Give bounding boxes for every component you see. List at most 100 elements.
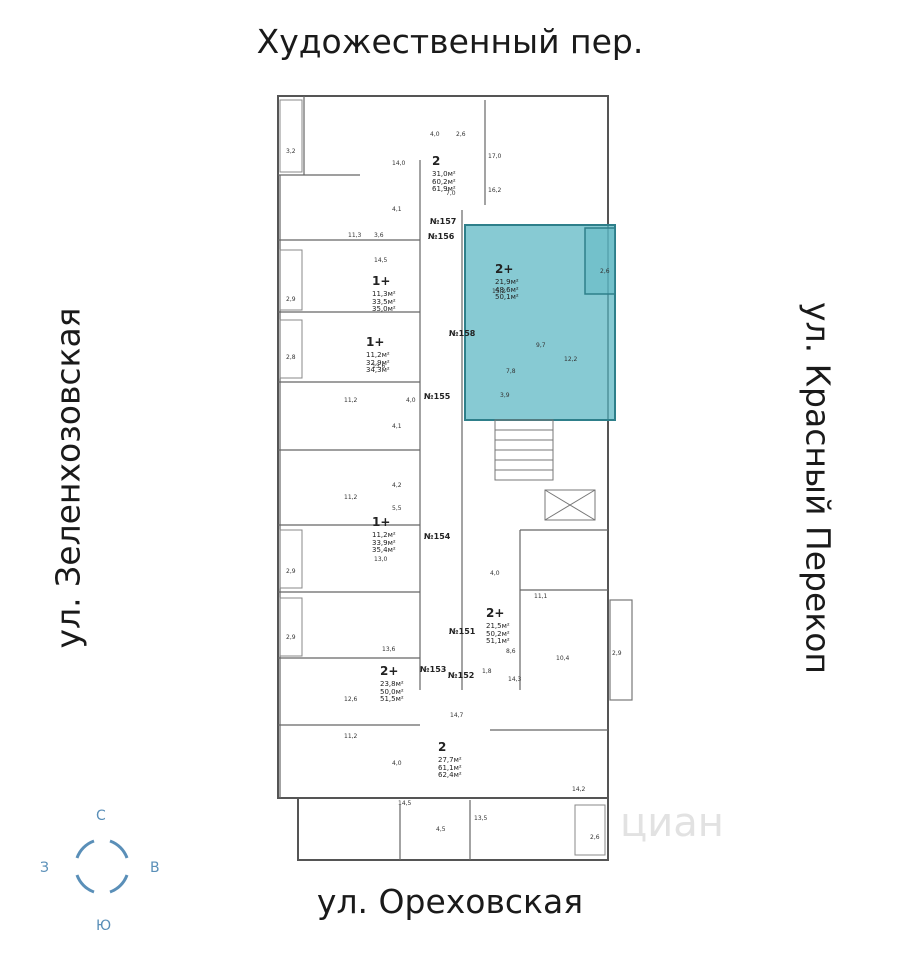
apartment-area: 35,0м² <box>372 304 396 313</box>
apartment-number: №154 <box>424 532 451 541</box>
compass-north: С <box>96 808 106 824</box>
apartment-rooms: 1+ <box>366 335 385 349</box>
room-area-label: 2,8 <box>286 354 296 361</box>
compass-west: З <box>40 860 49 876</box>
room-area-label: 2,9 <box>612 650 622 657</box>
room-area-label: 3,2 <box>286 148 296 155</box>
apartment-area: 34,3м² <box>366 365 390 374</box>
room-area-label: 2,9 <box>286 296 296 303</box>
apartment-area: 35,4м² <box>372 545 396 554</box>
apartment-rooms: 1+ <box>372 515 391 529</box>
room-area-label: 4,0 <box>392 760 402 767</box>
room-area-label: 13,6 <box>382 646 396 653</box>
apartment-rooms: 2+ <box>495 262 514 276</box>
apartment-area: 11,3м² <box>372 290 396 299</box>
room-area-label: 14,7 <box>450 712 464 719</box>
apartment-number-label[interactable]: №157 <box>430 217 457 226</box>
apartment-number: №151 <box>449 627 476 636</box>
room-area-label: 5,5 <box>392 505 402 512</box>
room-area-label: 15,2 <box>492 288 506 295</box>
watermark: циан <box>620 800 724 846</box>
apartment-area: 23,8м² <box>380 680 404 689</box>
apartment-number: №155 <box>424 392 451 401</box>
room-area-label: 9,7 <box>536 342 546 349</box>
room-area-label: 12,6 <box>344 696 358 703</box>
highlighted-apartment[interactable] <box>464 224 616 421</box>
room-area-label: 10,4 <box>556 655 570 662</box>
apartment-number-label[interactable]: №154 <box>424 532 451 541</box>
room-area-label: 11,2 <box>344 494 358 501</box>
room-area-label: 3,6 <box>374 232 384 239</box>
apartment-rooms: 2 <box>432 154 441 168</box>
room-area-label: 2,6 <box>456 131 466 138</box>
apartment-rooms: 2+ <box>380 664 399 678</box>
apartment-area: 50,1м² <box>495 292 519 301</box>
room-area-label: 14,5 <box>398 800 412 807</box>
apartment-area: 32,9м² <box>366 358 390 367</box>
room-area-label: 4,1 <box>392 206 402 213</box>
apartment-number: №157 <box>430 217 457 226</box>
apartment-area: 62,4м² <box>438 770 462 779</box>
apartment-number-label[interactable]: №155 <box>424 392 451 401</box>
apartment-rooms: 2 <box>438 740 447 754</box>
room-area-label: 11,2 <box>344 397 358 404</box>
apartment-area: 50,2м² <box>486 629 510 638</box>
apartment-area: 51,1м² <box>486 636 510 645</box>
room-area-label: 14,2 <box>572 786 586 793</box>
apartment-area: 21,5м² <box>486 622 510 631</box>
apartment-area: 60,2м² <box>432 177 456 186</box>
room-area-label: 7,8 <box>506 368 516 375</box>
room-area-label: 4,2 <box>392 482 402 489</box>
room-area-label: 13,0 <box>374 556 388 563</box>
room-area-label: 13,5 <box>474 815 488 822</box>
building-walls <box>277 95 609 861</box>
apartment-rooms: 1+ <box>372 274 391 288</box>
balconies-left <box>279 99 606 856</box>
apartment-number-label[interactable]: №152 <box>448 671 475 680</box>
street-top: Художественный пер. <box>256 22 644 61</box>
apartment-number-label[interactable]: №158 <box>449 329 476 338</box>
apartment-rooms: 2+ <box>486 606 505 620</box>
room-area-label: 12,2 <box>564 356 578 363</box>
room-area-label: 11,3 <box>348 232 362 239</box>
apartment-area: 33,5м² <box>372 297 396 306</box>
room-area-label: 4,1 <box>392 423 402 430</box>
room-area-label: 2,9 <box>286 568 296 575</box>
apartment-number-label[interactable]: №151 <box>449 627 476 636</box>
room-area-label: 11,1 <box>534 593 548 600</box>
compass-south: Ю <box>96 918 112 934</box>
room-area-label: 4,0 <box>406 397 416 404</box>
room-area-label: 14,0 <box>392 160 406 167</box>
apartment-number: №152 <box>448 671 475 680</box>
apartment-number-label[interactable]: №156 <box>428 232 455 241</box>
room-area-label: 4,5 <box>436 826 446 833</box>
apartment-number: №156 <box>428 232 455 241</box>
room-area-label: 8,6 <box>506 648 516 655</box>
apartment-area: 51,5м² <box>380 694 404 703</box>
room-area-label: 14,5 <box>374 257 388 264</box>
room-area-label: 7,0 <box>446 190 456 197</box>
apartment-area: 48,6м² <box>495 285 519 294</box>
apartment-area: 33,9м² <box>372 538 396 547</box>
room-area-label: 14,3 <box>508 676 522 683</box>
apartment-number: №158 <box>449 329 476 338</box>
apartment-number-label[interactable]: №153 <box>420 665 447 674</box>
room-area-label: 11,2 <box>344 733 358 740</box>
room-area-label: 4,0 <box>490 570 500 577</box>
apartment-area: 50,0м² <box>380 687 404 696</box>
apartment-area: 21,9м² <box>495 278 519 287</box>
apartment-area: 61,9м² <box>432 184 456 193</box>
apartment-number: №153 <box>420 665 447 674</box>
apartment-area: 27,7м² <box>438 756 462 765</box>
compass-icon <box>75 839 129 894</box>
apartment-area: 11,2м² <box>372 531 396 540</box>
